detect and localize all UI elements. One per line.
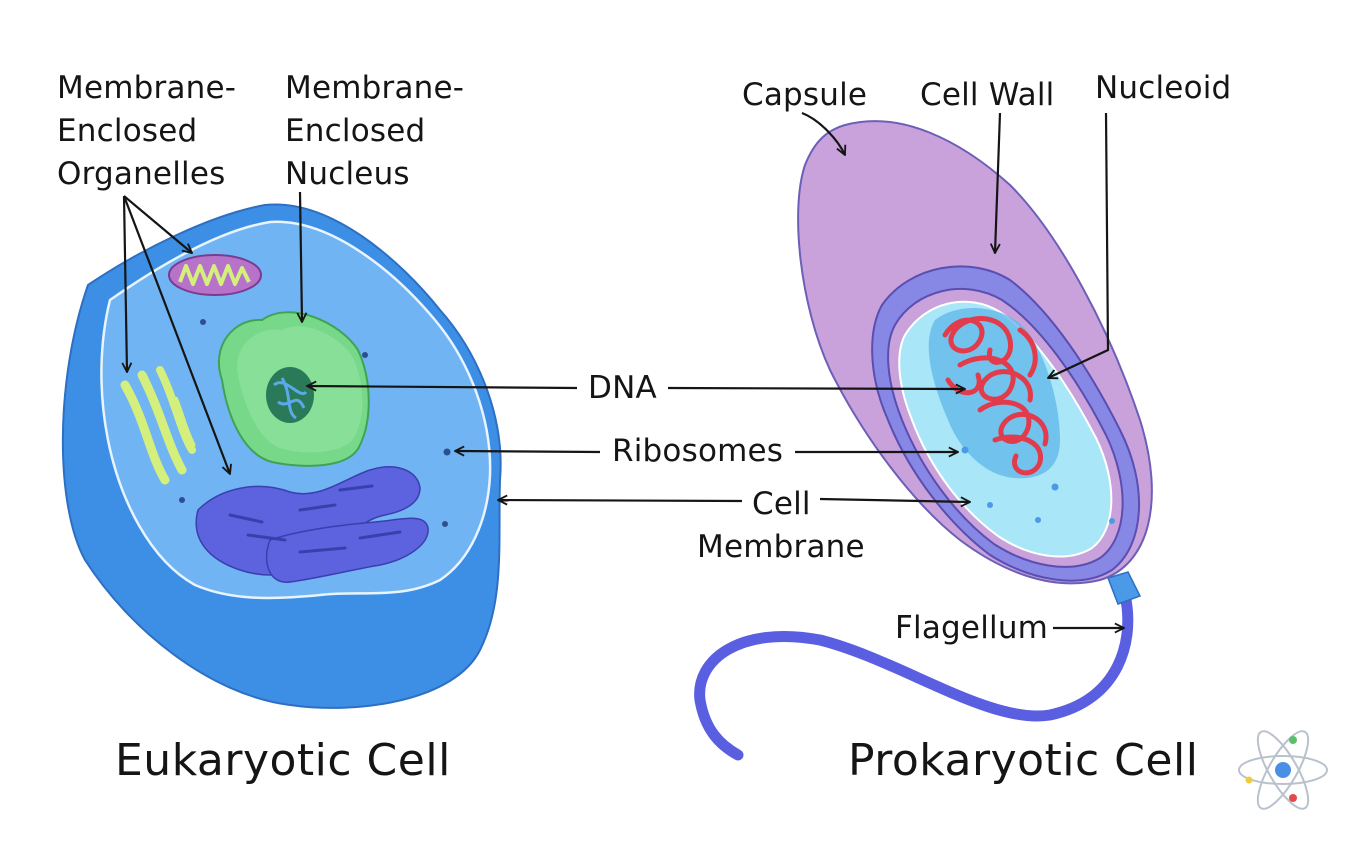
eukaryotic-cell (61, 203, 502, 709)
label-nucleus: Membrane- Enclosed Nucleus (285, 70, 464, 192)
prokaryotic-dna (942, 316, 1049, 476)
arrow-cell-wall (995, 112, 1002, 253)
label-cell-membrane-line2: Membrane (697, 529, 865, 565)
leader-arrows (122, 111, 1124, 628)
label-nucleus-line1: Membrane- (285, 70, 464, 106)
endoplasmic-reticulum (120, 366, 196, 485)
label-nucleus-line3: Nucleus (285, 156, 410, 192)
label-capsule: Capsule (742, 77, 867, 113)
flagellum (694, 589, 1134, 761)
label-flagellum: Flagellum (895, 610, 1048, 646)
arrow-capsule (801, 111, 845, 155)
arrow-nucleus (300, 191, 302, 322)
atom-icon (1238, 730, 1328, 810)
label-cell-wall: Cell Wall (920, 77, 1055, 113)
label-nucleoid: Nucleoid (1095, 70, 1231, 106)
arrow-organelles-to-golgi (122, 195, 230, 474)
label-organelles: Membrane- Enclosed Organelles (57, 70, 236, 192)
eukaryotic-ribosomes (179, 319, 451, 527)
title-eukaryotic-cell: Eukaryotic Cell (115, 735, 451, 786)
label-organelles-line1: Membrane- (57, 70, 236, 106)
nucleus (217, 311, 370, 467)
label-ribosomes: Ribosomes (612, 433, 783, 469)
arrow-organelles-to-er (124, 195, 127, 372)
label-nucleus-line2: Enclosed (285, 113, 425, 149)
arrow-ribosomes-left (455, 451, 601, 452)
arrow-dna-right (667, 388, 965, 389)
label-organelles-line2: Enclosed (57, 113, 197, 149)
prokaryotic-ribosomes (961, 446, 1115, 524)
title-prokaryotic-cell: Prokaryotic Cell (848, 735, 1198, 786)
flagellum-hook (1107, 571, 1142, 605)
arrow-dna-left (307, 386, 578, 388)
mitochondrion (168, 254, 262, 296)
label-organelles-line3: Organelles (57, 156, 225, 192)
arrow-nucleoid (1048, 112, 1110, 378)
arrow-membrane-left (498, 500, 743, 501)
arrow-membrane-right (819, 499, 970, 502)
golgi-grooves (228, 484, 402, 554)
label-dna: DNA (588, 370, 657, 406)
label-cell-membrane-line1: Cell (752, 486, 811, 522)
arrow-organelles-to-mito (123, 195, 192, 253)
